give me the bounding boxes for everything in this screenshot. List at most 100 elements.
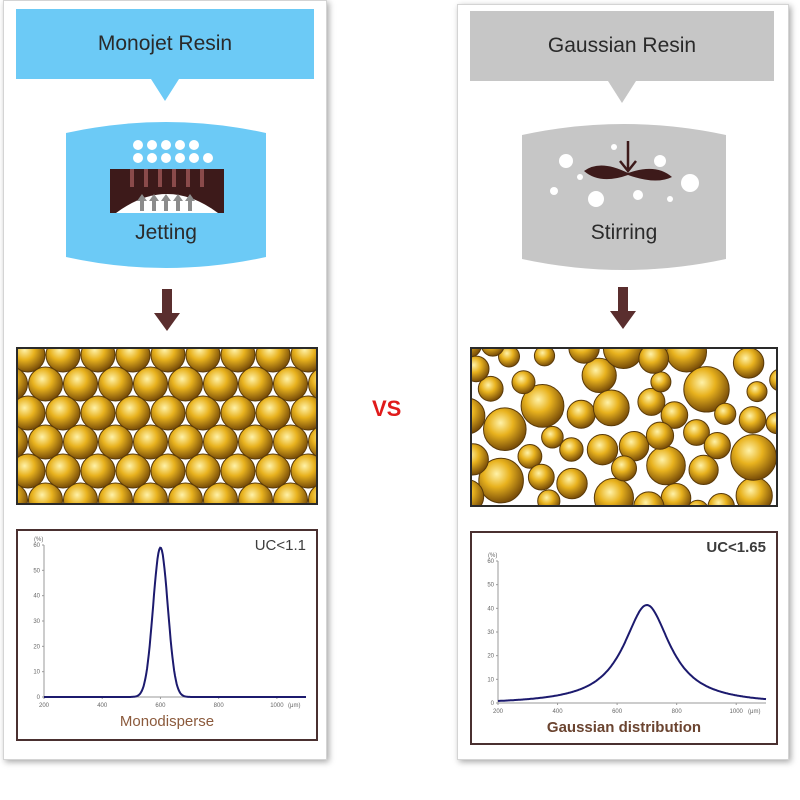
x-tick-label: 400 (553, 709, 564, 715)
y-axis-label: (%) (34, 537, 43, 543)
resin-bead (593, 477, 634, 505)
down-arrow-icon (610, 287, 636, 329)
stirring-label: Stirring (590, 221, 658, 244)
resin-bead (472, 479, 485, 505)
uc-value: UC<1.65 (706, 539, 766, 556)
resin-bead (273, 424, 308, 460)
resin-bead (765, 412, 776, 435)
resin-bead (150, 453, 186, 489)
resin-bead (150, 395, 186, 431)
resin-bead (45, 453, 81, 489)
resin-bead (769, 369, 776, 391)
x-tick-label: 200 (493, 709, 504, 715)
resin-bead (63, 366, 98, 402)
resin-bead (714, 402, 737, 426)
resin-bead (732, 349, 765, 379)
resin-bead (98, 366, 133, 402)
vs-label: VS (372, 396, 402, 421)
resin-bead (220, 349, 256, 373)
resin-bead (527, 463, 555, 491)
resin-bead (133, 366, 168, 402)
resin-bead (308, 427, 316, 457)
resin-bead (238, 424, 273, 460)
resin-bead (203, 366, 238, 402)
resin-bead (308, 369, 316, 399)
resin-bead (650, 371, 672, 393)
resin-bead (586, 434, 619, 466)
mixed-size-beads-image (470, 347, 778, 507)
resin-bead (115, 453, 151, 489)
resin-bead (556, 467, 588, 500)
resin-bead (185, 453, 221, 489)
y-tick-label: 0 (37, 695, 41, 701)
resin-bead (185, 349, 221, 373)
y-tick-label: 20 (487, 654, 494, 660)
distribution-curve (44, 546, 306, 698)
resin-bead (18, 453, 46, 489)
resin-bead (45, 349, 81, 373)
resin-bead (18, 484, 28, 503)
resin-bead (18, 349, 46, 373)
resin-bead (688, 499, 708, 505)
resin-bead (683, 419, 710, 446)
resin-bead (472, 349, 482, 359)
resin-bead (115, 349, 151, 373)
gaussian-title-banner: Gaussian Resin (470, 11, 774, 103)
y-tick-label: 40 (487, 606, 494, 612)
resin-bead (638, 349, 669, 374)
resin-bead (478, 457, 524, 504)
nozzle-plate-icon (110, 140, 224, 213)
resin-bead (559, 437, 584, 462)
resin-bead (80, 395, 116, 431)
y-tick-label: 30 (487, 630, 494, 636)
resin-bead (98, 482, 133, 503)
resin-bead (498, 349, 520, 368)
y-tick-label: 40 (33, 594, 40, 600)
resin-bead (688, 454, 719, 486)
y-tick-label: 10 (33, 670, 40, 676)
resin-bead (566, 399, 596, 429)
resin-bead (290, 349, 316, 373)
y-tick-label: 60 (487, 559, 494, 565)
x-tick-label: 600 (155, 703, 166, 709)
resin-bead (472, 355, 490, 383)
resin-bead (80, 453, 116, 489)
resin-bead (28, 424, 63, 460)
resin-bead (707, 493, 735, 505)
resin-bead (481, 349, 504, 357)
resin-bead (220, 395, 256, 431)
x-axis-label: (μm) (748, 709, 760, 715)
resin-bead (746, 381, 768, 403)
uniform-beads-image (16, 347, 318, 505)
resin-bead (168, 366, 203, 402)
resin-bead (611, 455, 637, 482)
y-tick-label: 60 (33, 543, 40, 549)
resin-bead (28, 366, 63, 402)
resin-bead (133, 482, 168, 503)
resin-bead (633, 491, 665, 505)
monojet-title-banner: Monojet Resin (16, 9, 314, 101)
resin-bead (18, 395, 46, 431)
resin-bead (273, 366, 308, 402)
resin-bead (517, 444, 543, 469)
resin-bead (568, 349, 600, 364)
down-arrow-icon (154, 289, 180, 331)
chart-caption: Gaussian distribution (546, 719, 702, 736)
resin-bead (63, 424, 98, 460)
resin-bead (63, 482, 98, 503)
resin-bead (602, 349, 644, 369)
resin-bead (472, 398, 486, 434)
resin-bead (660, 483, 692, 505)
y-tick-label: 20 (33, 644, 40, 650)
resin-bead (98, 424, 133, 460)
resin-bead (703, 432, 731, 460)
x-axis-label: (μm) (288, 703, 300, 709)
stirrer-blade-icon (550, 141, 699, 207)
resin-bead (185, 395, 221, 431)
resin-bead (472, 443, 489, 476)
resin-bead (168, 424, 203, 460)
resin-bead (290, 453, 316, 489)
y-tick-label: 50 (33, 568, 40, 574)
